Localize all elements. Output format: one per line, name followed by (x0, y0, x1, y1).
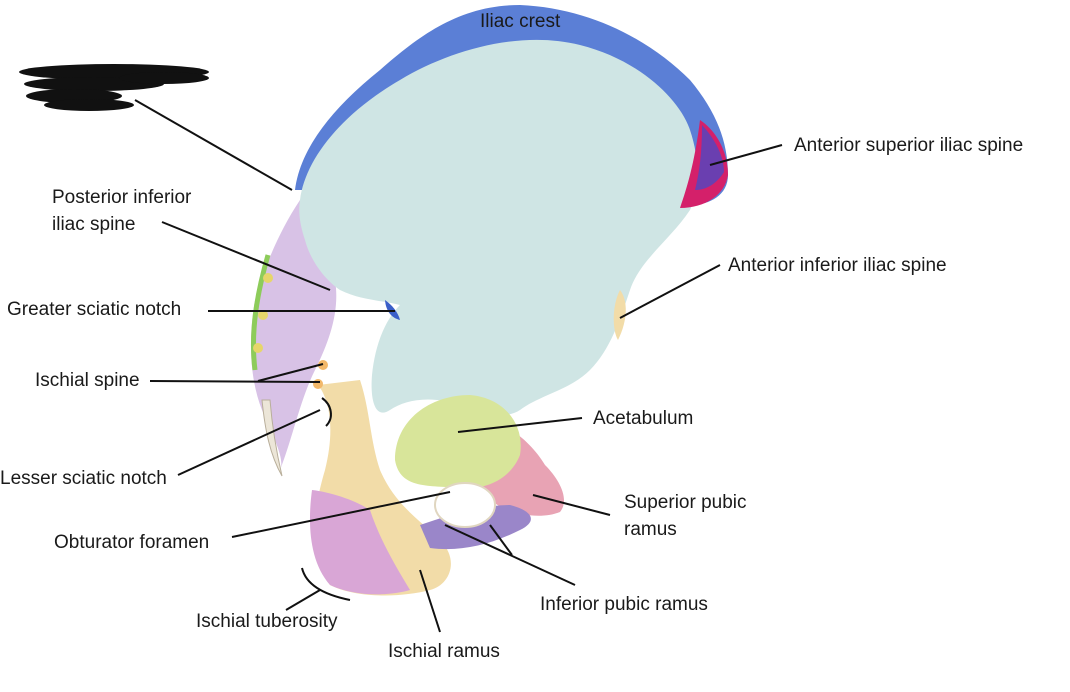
label-acetabulum: Acetabulum (593, 405, 693, 432)
leader-ischial-tuberosity (286, 590, 320, 610)
label-ischial-ramus: Ischial ramus (388, 638, 500, 665)
leader-ischial-spine-upper (150, 381, 320, 382)
label-obturator-foramen: Obturator foramen (54, 529, 209, 556)
acetabulum-region (395, 395, 521, 488)
label-posterior-inferior-iliac-spine: Posterior inferior iliac spine (52, 184, 191, 238)
obturator-foramen-shape (435, 483, 495, 527)
label-inferior-pubic-ramus: Inferior pubic ramus (540, 591, 708, 618)
label-ischial-spine: Ischial spine (35, 367, 140, 394)
label-lesser-sciatic-notch: Lesser sciatic notch (0, 465, 167, 492)
auricular-spot (263, 273, 273, 283)
label-ischial-tuberosity: Ischial tuberosity (196, 608, 338, 635)
label-anterior-superior-iliac-spine: Anterior superior iliac spine (794, 132, 1023, 159)
label-anterior-inferior-iliac-spine: Anterior inferior iliac spine (728, 252, 947, 279)
leader-lesser-sciatic-notch (178, 410, 320, 475)
label-iliac-crest: Iliac crest (480, 8, 560, 35)
ischial-spine-knob (313, 379, 323, 389)
label-superior-pubic-ramus: Superior pubic ramus (624, 489, 747, 543)
label-greater-sciatic-notch: Greater sciatic notch (7, 296, 181, 323)
redacted-label-scribble (14, 58, 214, 116)
auricular-spot (253, 343, 263, 353)
